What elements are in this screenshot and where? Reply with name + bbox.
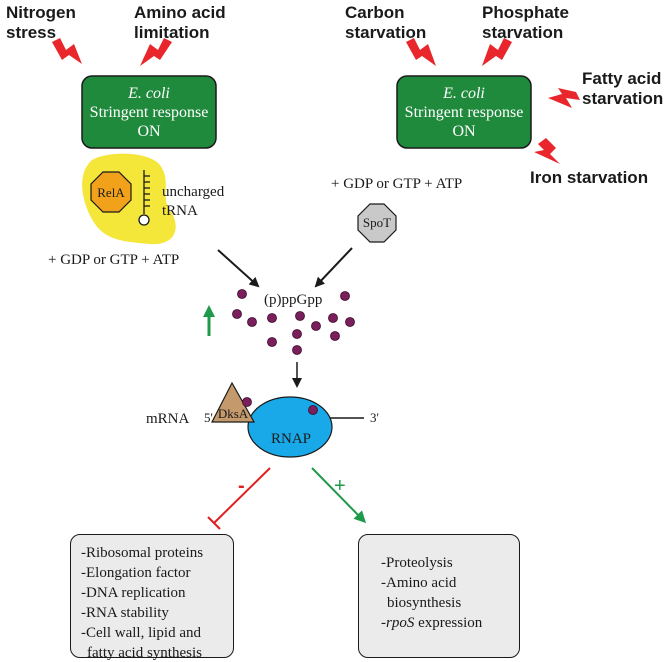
ppgpp-dot [292,329,302,339]
rela-octagon [90,171,132,213]
rpos-gene-name: rpoS [386,615,415,631]
lightning-icon [52,38,82,64]
rnap-ellipse [247,396,333,458]
box-left-organism: E. coli [127,85,170,102]
ppgpp-dot [232,309,242,319]
activation-arrow [311,467,367,524]
spot-octagon [357,203,397,243]
inhibition-bar [207,516,221,530]
ppgpp-bound-dot [242,397,252,407]
ppgpp-molecules [232,289,355,355]
three-prime-label: 3' [370,410,379,425]
repressed-genes-box: -Ribosomal proteins -Elongation factor -… [70,534,234,661]
ecoli-box-right: E. coli Stringent response ON [396,75,532,149]
repressed-item: -DNA replication [81,585,186,601]
five-prime-label: 5' [204,410,213,425]
box-right-organism: E. coli [442,85,485,102]
box-left-line3: ON [137,123,161,140]
lightning-icon [140,38,172,66]
ppgpp-dot [292,345,302,355]
trna-icon [138,170,150,226]
trna-label-line2: tRNA [162,203,198,219]
lightning-icons [52,38,580,164]
lightning-icon [406,38,436,66]
lightning-icon [548,88,580,108]
ppgpp-dot [328,313,338,323]
spot-label: SpoT [363,215,391,230]
box-left-line2: Stringent response [90,104,209,121]
repressed-item: -Ribosomal proteins [81,545,204,561]
ppgpp-dot [295,311,305,321]
ppgpp-dot [247,317,257,327]
rela-label: RelA [97,185,125,200]
arrow-spot-to-ppgpp [314,247,353,288]
repressed-item: fatty acid synthesis [87,645,202,661]
box-right-line3: ON [452,123,476,140]
induced-item: -rpoS expression [381,615,483,631]
inhibition-line [213,467,271,524]
ppgpp-dot [330,331,340,341]
plus-sign: + [334,475,346,497]
stressor-iron: Iron starvation [530,168,648,187]
repressed-item: -Elongation factor [81,565,191,581]
ppgpp-bound-dot [308,405,318,415]
rnap-label: RNAP [271,431,311,447]
ppgpp-dot [340,291,350,301]
rpos-expression-label: expression [414,615,483,631]
ppgpp-dot [237,289,247,299]
substrate-left: + GDP or GTP + ATP [48,252,179,268]
minus-sign: - [238,475,245,497]
substrate-right: + GDP or GTP + ATP [331,176,462,192]
ppgpp-dot [345,317,355,327]
lightning-icon [482,38,512,66]
repressed-item: -RNA stability [81,605,169,621]
ecoli-box-left: E. coli Stringent response ON [81,75,217,149]
induced-item: -Amino acid [381,575,457,591]
dksa-label: DksA [218,406,249,421]
induced-genes-box: -Proteolysis -Amino acid biosynthesis -r… [358,534,520,658]
trna-label-line1: uncharged [162,184,225,200]
ppgpp-label: (p)ppGpp [264,292,322,308]
induced-item: biosynthesis [387,595,462,611]
lightning-icon [534,138,560,164]
ppgpp-dot [267,313,277,323]
induced-item: -Proteolysis [381,555,453,571]
arrow-rela-to-ppgpp [217,249,260,288]
ppgpp-dot [267,337,277,347]
ppgpp-dot [311,321,321,331]
repressed-item: -Cell wall, lipid and [81,625,201,641]
mrna-label: mRNA [146,411,190,427]
box-right-line2: Stringent response [405,104,524,121]
